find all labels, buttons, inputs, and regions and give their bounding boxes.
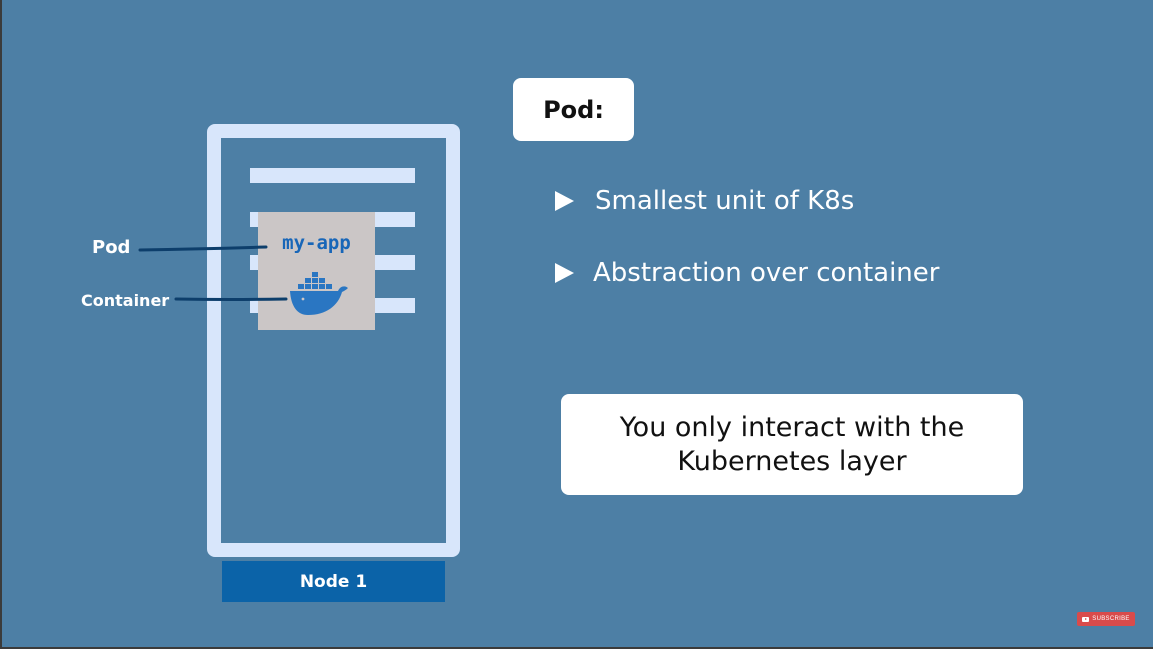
docker-whale-icon [290, 272, 348, 315]
bullet-text: Smallest unit of K8s [595, 186, 855, 216]
subscribe-label: SUBSCRIBE [1092, 616, 1130, 622]
triangle-right-icon [555, 263, 574, 283]
server-shelf [250, 168, 415, 183]
play-icon [1082, 616, 1090, 622]
subscribe-button[interactable]: SUBSCRIBE [1077, 612, 1135, 626]
pod-box: my-app [258, 212, 375, 330]
slide-title: Pod: [513, 78, 634, 141]
bullet-item: Smallest unit of K8s [555, 186, 854, 216]
bullet-text: Abstraction over container [593, 258, 940, 288]
node-server-box [207, 124, 460, 557]
bullet-item: Abstraction over container [555, 258, 939, 288]
container-pointer-label: Container [81, 291, 170, 310]
pod-name: my-app [282, 232, 351, 254]
node-label: Node 1 [222, 561, 445, 602]
note-text: You only interact with the Kubernetes la… [619, 411, 965, 477]
triangle-right-icon [555, 191, 574, 211]
note-box: You only interact with the Kubernetes la… [561, 394, 1023, 495]
pod-pointer-label: Pod [92, 237, 131, 258]
